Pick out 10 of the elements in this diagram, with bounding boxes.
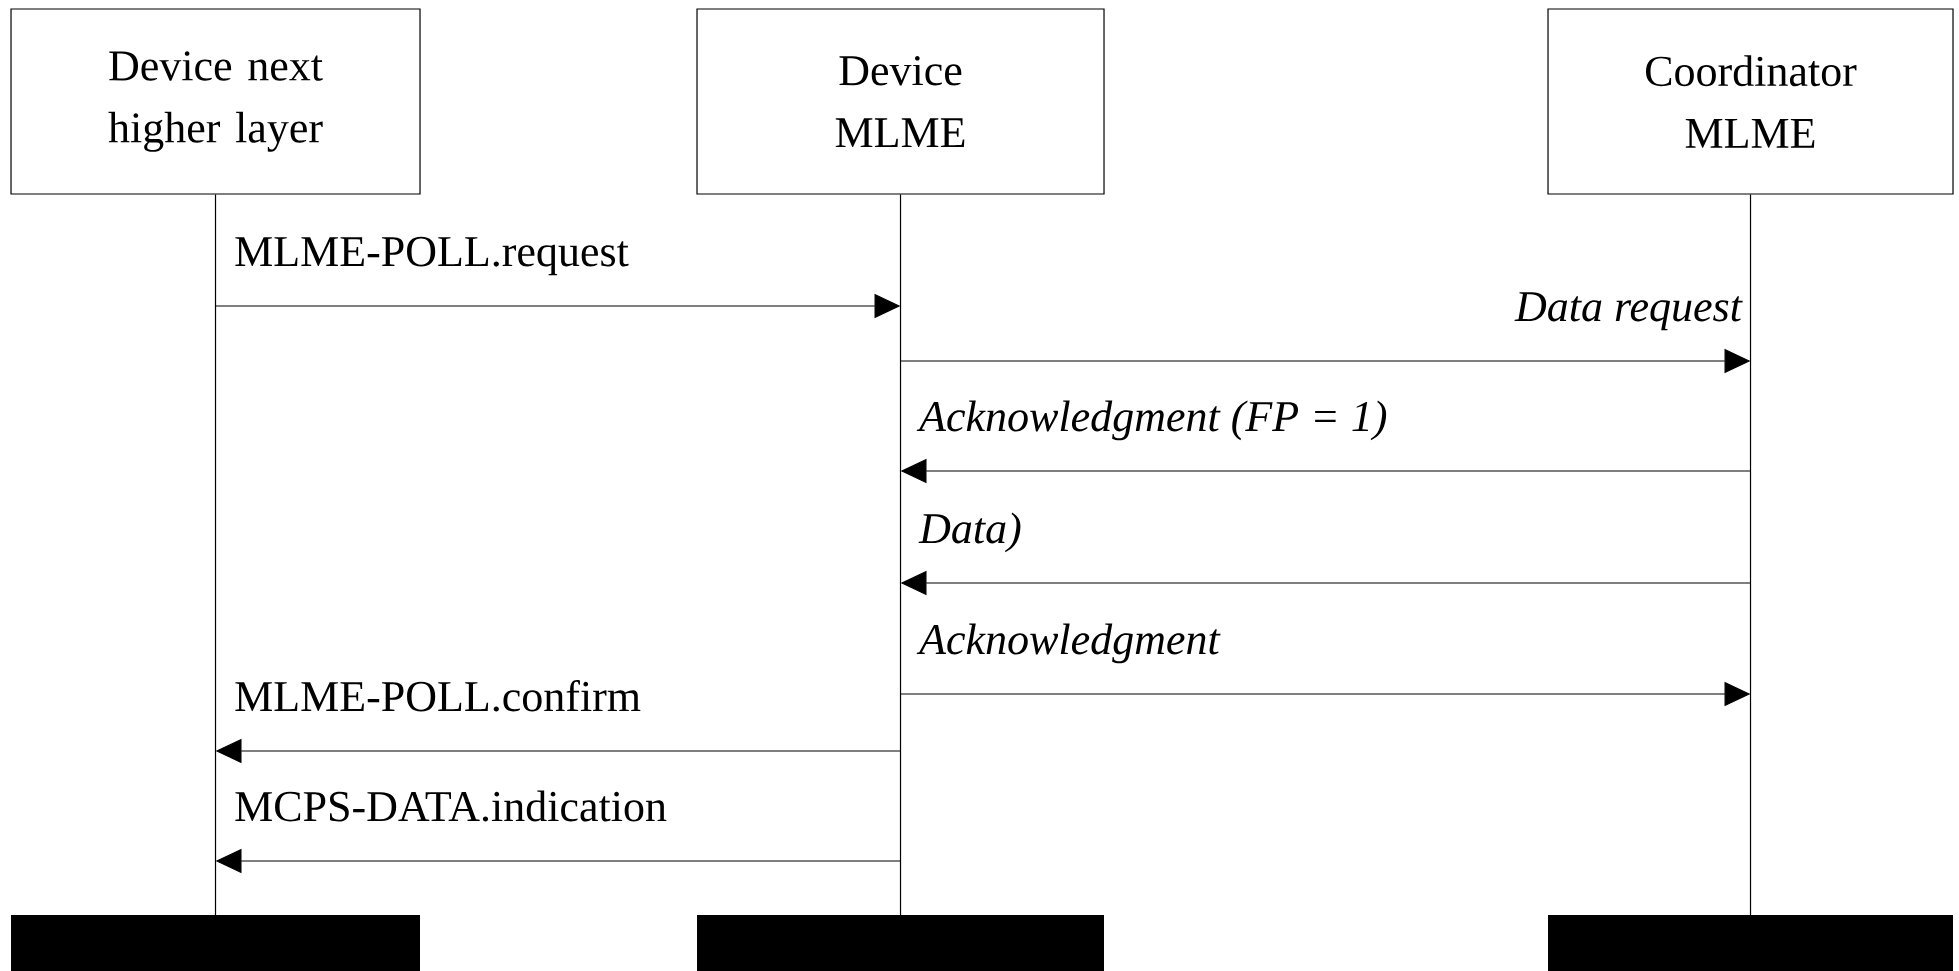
message-label: MLME-POLL.confirm (235, 680, 641, 712)
lifeline-box: Device MLME (696, 8, 1105, 195)
lifeline-box: Coordinator MLME (1547, 8, 1954, 195)
message-label: Data request (1514, 292, 1743, 331)
message-label: Acknowledgment (916, 623, 1221, 664)
message-label: MLME-POLL.request (235, 236, 629, 276)
message-label: Acknowledgment (FP = 1) (916, 400, 1387, 441)
message-label: MCPS-DATA.indication (235, 790, 667, 822)
message-label: Data) (918, 512, 1021, 553)
lifeline-box: Device next higher layer (10, 8, 421, 195)
